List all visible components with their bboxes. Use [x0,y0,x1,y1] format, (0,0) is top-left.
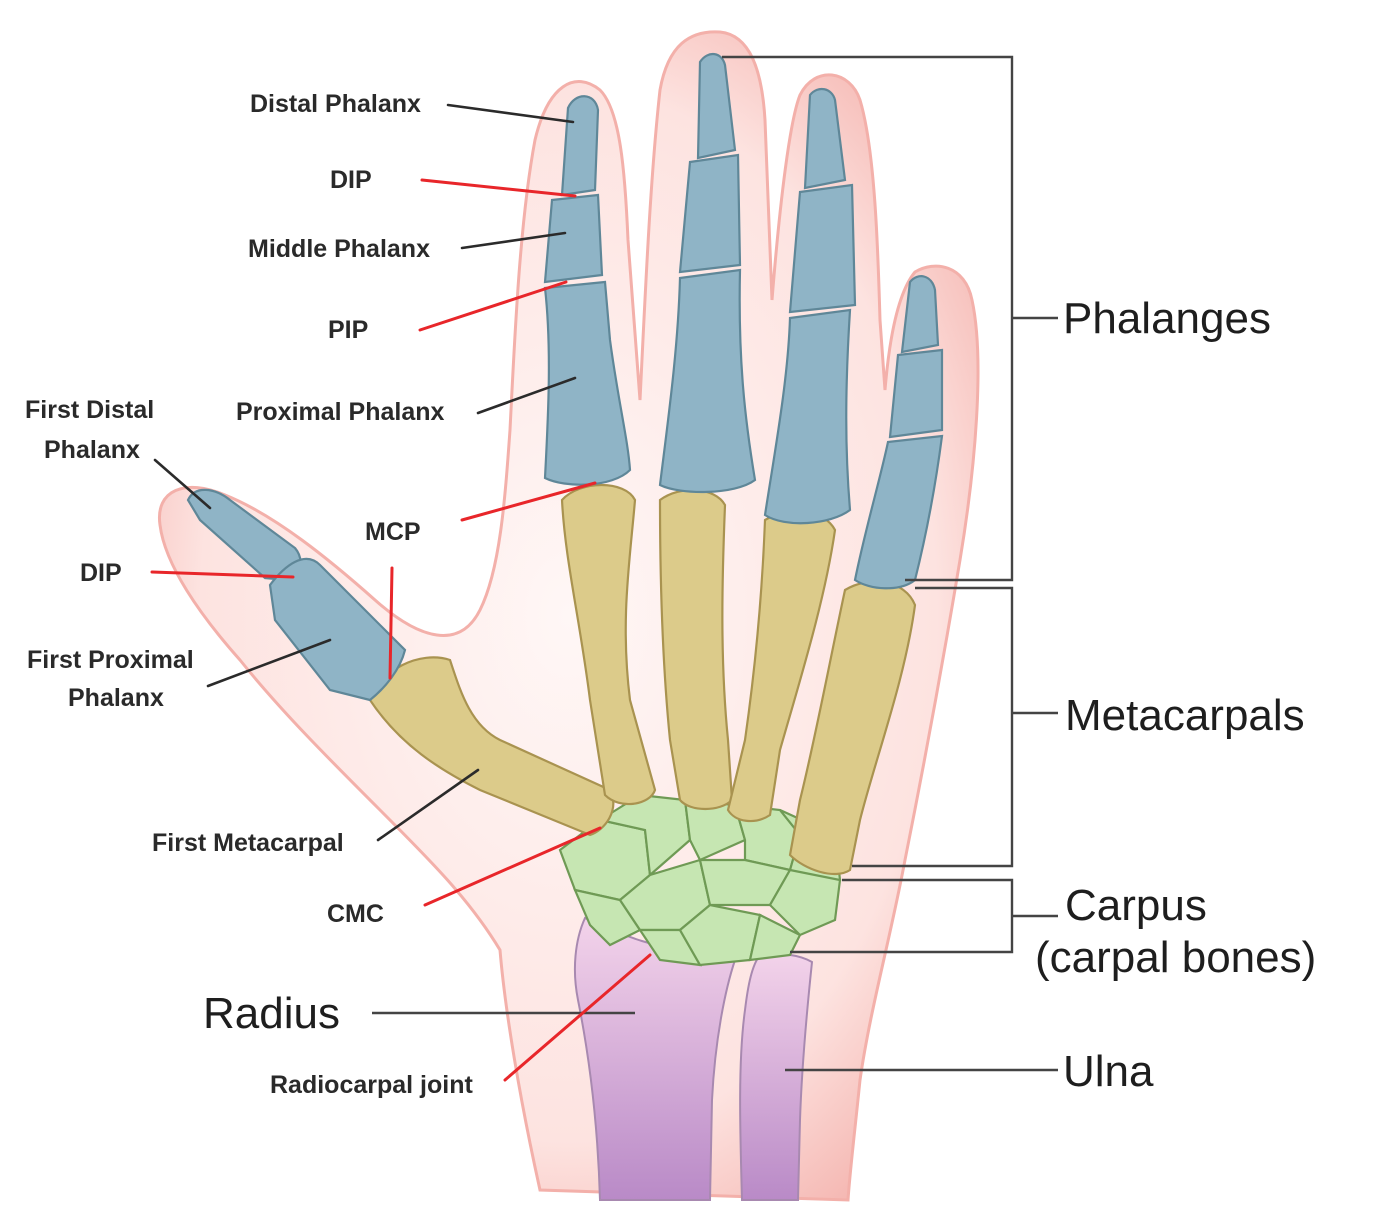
phalanx-bones [186,53,944,702]
label-radiocarpal-joint: Radiocarpal joint [270,1071,473,1099]
radiocarpal-leader [503,953,652,1082]
dip-thumb-leader [150,570,295,579]
metacarpal-bones [368,483,917,875]
label-distal-phalanx: Distal Phalanx [250,90,421,118]
little-distal-phalanx [900,275,940,354]
middle-middle-phalanx [678,153,742,274]
ring-proximal-phalanx [763,308,852,525]
small-labels: Distal Phalanx DIP Middle Phalanx PIP Pr… [25,90,473,1099]
label-middle-phalanx: Middle Phalanx [248,235,430,263]
label-proximal-phalanx: Proximal Phalanx [236,398,445,426]
middle-phalanx-leader [460,231,567,250]
metacarpal-2 [560,483,657,806]
middle-distal-phalanx [696,53,737,160]
first-distal-phalanx-leader [153,458,212,510]
index-distal-phalanx [560,95,600,197]
label-carpus: Carpus [1065,881,1207,930]
mcp-vertical-leader [388,566,394,680]
label-first-distal-phalanx-1: First Distal [25,396,154,424]
middle-proximal-phalanx [658,268,757,494]
thumb-proximal-phalanx [268,557,407,702]
ring-distal-phalanx [803,87,847,190]
label-cmc: CMC [327,900,384,928]
metacarpal-1 [368,656,615,837]
cmc-leader [423,826,602,907]
large-labels: Phalanges Metacarpals Carpus (carpal bon… [203,294,1316,1096]
distal-phalanx-leader [446,103,575,124]
pip-leader [418,280,568,332]
black-leader-lines [153,103,577,842]
first-metacarpal-leader [376,768,480,842]
label-first-distal-phalanx-2: Phalanx [44,436,140,464]
mcp-leader [460,481,597,522]
label-first-proximal-phalanx-2: Phalanx [68,684,164,712]
little-middle-phalanx [888,348,944,439]
label-mcp: MCP [365,518,421,546]
label-phalanges: Phalanges [1063,294,1271,343]
label-radius: Radius [203,989,340,1038]
label-dip-thumb: DIP [80,559,122,587]
metacarpals-bracket [852,586,1014,868]
forearm-bones [573,916,814,1201]
dip-finger-leader [420,178,577,198]
red-joint-leaders [150,178,652,1082]
first-proximal-phalanx-leader [206,638,332,688]
little-proximal-phalanx [853,434,944,590]
proximal-phalanx-leader [476,376,577,415]
label-pip: PIP [328,316,368,344]
ring-middle-phalanx [788,183,857,314]
ulna-bone [739,952,814,1201]
index-middle-phalanx [543,193,604,284]
metacarpal-3 [658,488,734,811]
label-metacarpals: Metacarpals [1065,691,1305,740]
label-first-proximal-phalanx-1: First Proximal [27,646,194,674]
metacarpal-5 [788,580,917,875]
label-carpal-bones: (carpal bones) [1035,933,1316,982]
metacarpal-4 [726,510,837,823]
bracket-lines [372,55,1058,1072]
label-dip-finger: DIP [330,166,372,194]
label-ulna: Ulna [1063,1047,1154,1096]
label-first-metacarpal: First Metacarpal [152,829,344,857]
